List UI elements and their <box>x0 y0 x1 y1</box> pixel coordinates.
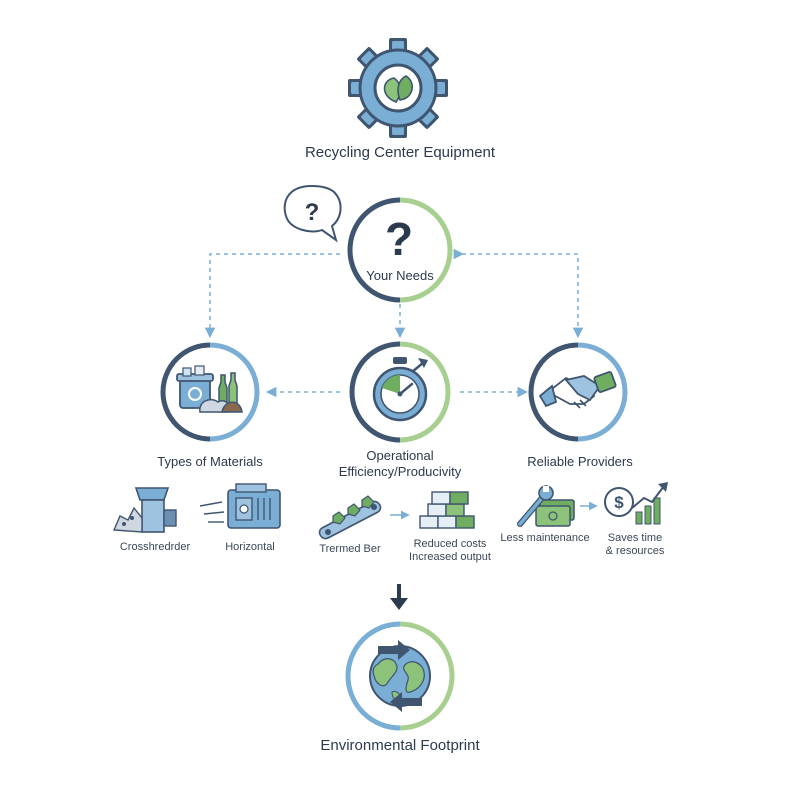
less-maintenance-label: Less maintenance <box>500 532 590 544</box>
trermed-ber-label: Trermed Ber <box>319 543 381 555</box>
recycling-bin-bottles-icon <box>176 365 243 413</box>
svg-text:$: $ <box>614 493 624 512</box>
crosshredder-label: Crosshredrder <box>119 541 191 553</box>
conveyor-belt-icon <box>318 495 382 540</box>
down-arrow-icon <box>390 584 408 610</box>
footprint-node <box>345 621 455 731</box>
your-needs-label: Your Needs <box>366 268 434 283</box>
dollar-growth-icon: $ <box>604 482 668 525</box>
providers-node <box>528 342 628 442</box>
reduced-costs-label-line1: Reduced costs <box>413 538 487 550</box>
increased-output-label-line2: Increased output <box>409 551 491 563</box>
efficiency-label-line2: Efficiency/Producivity <box>338 464 462 479</box>
connector-needs-to-providers <box>453 248 584 339</box>
speech-bubble-question-icon: ? <box>283 184 342 243</box>
connector-needs-to-materials <box>204 253 340 339</box>
crosshredder-machine-icon <box>112 487 177 533</box>
saves-time-label-line2: & resources <box>605 545 665 557</box>
stacked-bales-icon <box>419 491 475 529</box>
connector-lines <box>204 248 584 398</box>
svg-text:?: ? <box>385 213 413 265</box>
question-mark-icon: ? <box>385 213 413 265</box>
your-needs-node: ? <box>347 197 453 303</box>
providers-label: Reliable Providers <box>527 454 633 469</box>
materials-node <box>160 342 260 442</box>
materials-label: Types of Materials <box>157 454 263 469</box>
diagram-title: Recycling Center Equipment <box>304 144 496 161</box>
globe-arrows-icon <box>369 640 431 712</box>
efficiency-label-line1: Operational <box>366 448 434 463</box>
svg-text:?: ? <box>305 199 320 226</box>
stopwatch-icon <box>372 357 428 422</box>
wrench-cash-icon <box>517 485 575 527</box>
horizontal-baler-icon <box>199 483 281 529</box>
gear-leaf-icon <box>348 38 448 138</box>
saves-time-label-line1: Saves time <box>607 532 663 544</box>
footprint-label: Environmental Footprint <box>320 737 480 754</box>
horizontal-label: Horizontal <box>225 541 275 553</box>
handshake-icon <box>538 371 617 409</box>
efficiency-node <box>349 341 451 443</box>
